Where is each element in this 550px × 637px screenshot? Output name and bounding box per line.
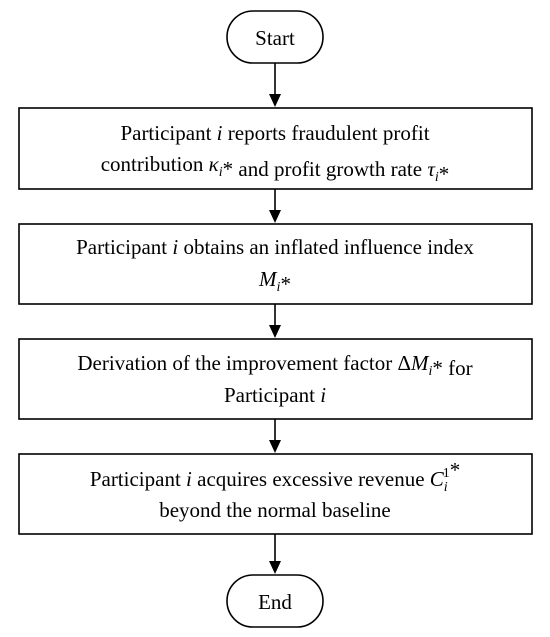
end-node-shape [226, 574, 324, 628]
process-step-3-line-2: Participant i [224, 383, 326, 407]
start-node-label: Start [255, 26, 295, 50]
arrow-step-1-to-step-2 [269, 189, 281, 223]
start-node: Start [226, 10, 324, 64]
process-step-4-line-2: beyond the normal baseline [159, 498, 391, 522]
process-step-1-box [18, 107, 533, 190]
process-step-3: Derivation of the improvement factor ΔMi… [18, 338, 533, 420]
process-step-4: Participant i acquires excessive revenue… [18, 453, 533, 535]
process-step-2-box [18, 223, 533, 305]
end-node-label: End [258, 590, 292, 614]
process-step-2-line-1: Participant i obtains an inflated influe… [76, 235, 474, 259]
process-step-1-line-1: Participant i reports fraudulent profit [120, 121, 429, 145]
process-step-3-box [18, 338, 533, 420]
process-step-1: Participant i reports fraudulent profit … [18, 107, 533, 190]
end-node: End [226, 574, 324, 628]
arrow-step-3-to-step-4 [269, 419, 281, 453]
process-step-2: Participant i obtains an inflated influe… [18, 223, 533, 305]
arrow-start-to-step-1 [269, 63, 281, 107]
process-step-4-box [18, 453, 533, 535]
arrow-step-4-to-end [269, 534, 281, 574]
arrow-step-2-to-step-3 [269, 304, 281, 338]
